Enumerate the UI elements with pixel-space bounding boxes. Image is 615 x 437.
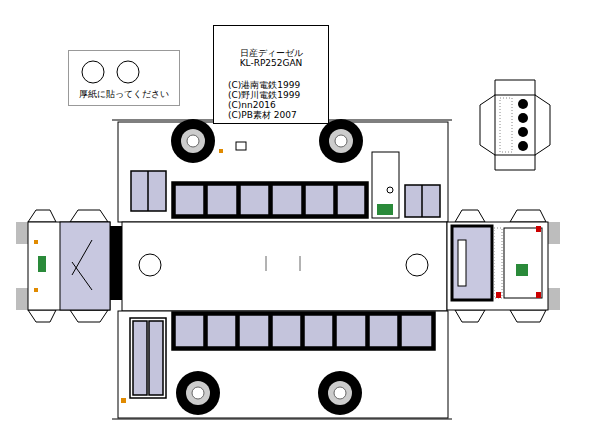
text-line: KL-RP252GAN bbox=[218, 58, 324, 68]
cutout-circle bbox=[82, 61, 104, 83]
model-label: 日産ディーゼル bbox=[218, 48, 324, 58]
marker-light bbox=[121, 398, 126, 403]
side-panel bbox=[118, 122, 448, 222]
roof-unit bbox=[480, 80, 550, 170]
rear-face bbox=[447, 210, 560, 322]
roof-mark bbox=[266, 256, 267, 271]
window bbox=[130, 312, 435, 398]
title-tab: 日産ディーゼルKL-RP252GAN (C)港南電鉄1999(C)野川電鉄1999… bbox=[213, 25, 329, 124]
text-line: (C)野川電鉄1999 bbox=[218, 90, 324, 100]
text-line: (C)PB素材 2007 bbox=[218, 110, 324, 120]
marker-light bbox=[219, 149, 223, 153]
roof-vent bbox=[406, 254, 428, 276]
model-label: 厚紙に貼ってください bbox=[73, 89, 175, 99]
text-line: (C)nn2016 bbox=[218, 100, 324, 110]
front-face bbox=[16, 210, 122, 322]
roof-panel bbox=[122, 222, 447, 311]
text-line: (C)港南電鉄1999 bbox=[218, 80, 324, 90]
wheel bbox=[171, 119, 363, 163]
note-box: 厚紙に貼ってください bbox=[68, 50, 180, 106]
cutout-circle bbox=[117, 61, 139, 83]
destination-sign bbox=[377, 204, 393, 215]
roof-vent bbox=[139, 254, 161, 276]
fold-line bbox=[112, 419, 452, 420]
wheel bbox=[176, 371, 362, 415]
roof-mark bbox=[300, 256, 301, 271]
mirror bbox=[387, 187, 393, 193]
side-panel bbox=[118, 311, 448, 418]
panel-detail bbox=[236, 142, 246, 150]
door bbox=[372, 152, 399, 218]
